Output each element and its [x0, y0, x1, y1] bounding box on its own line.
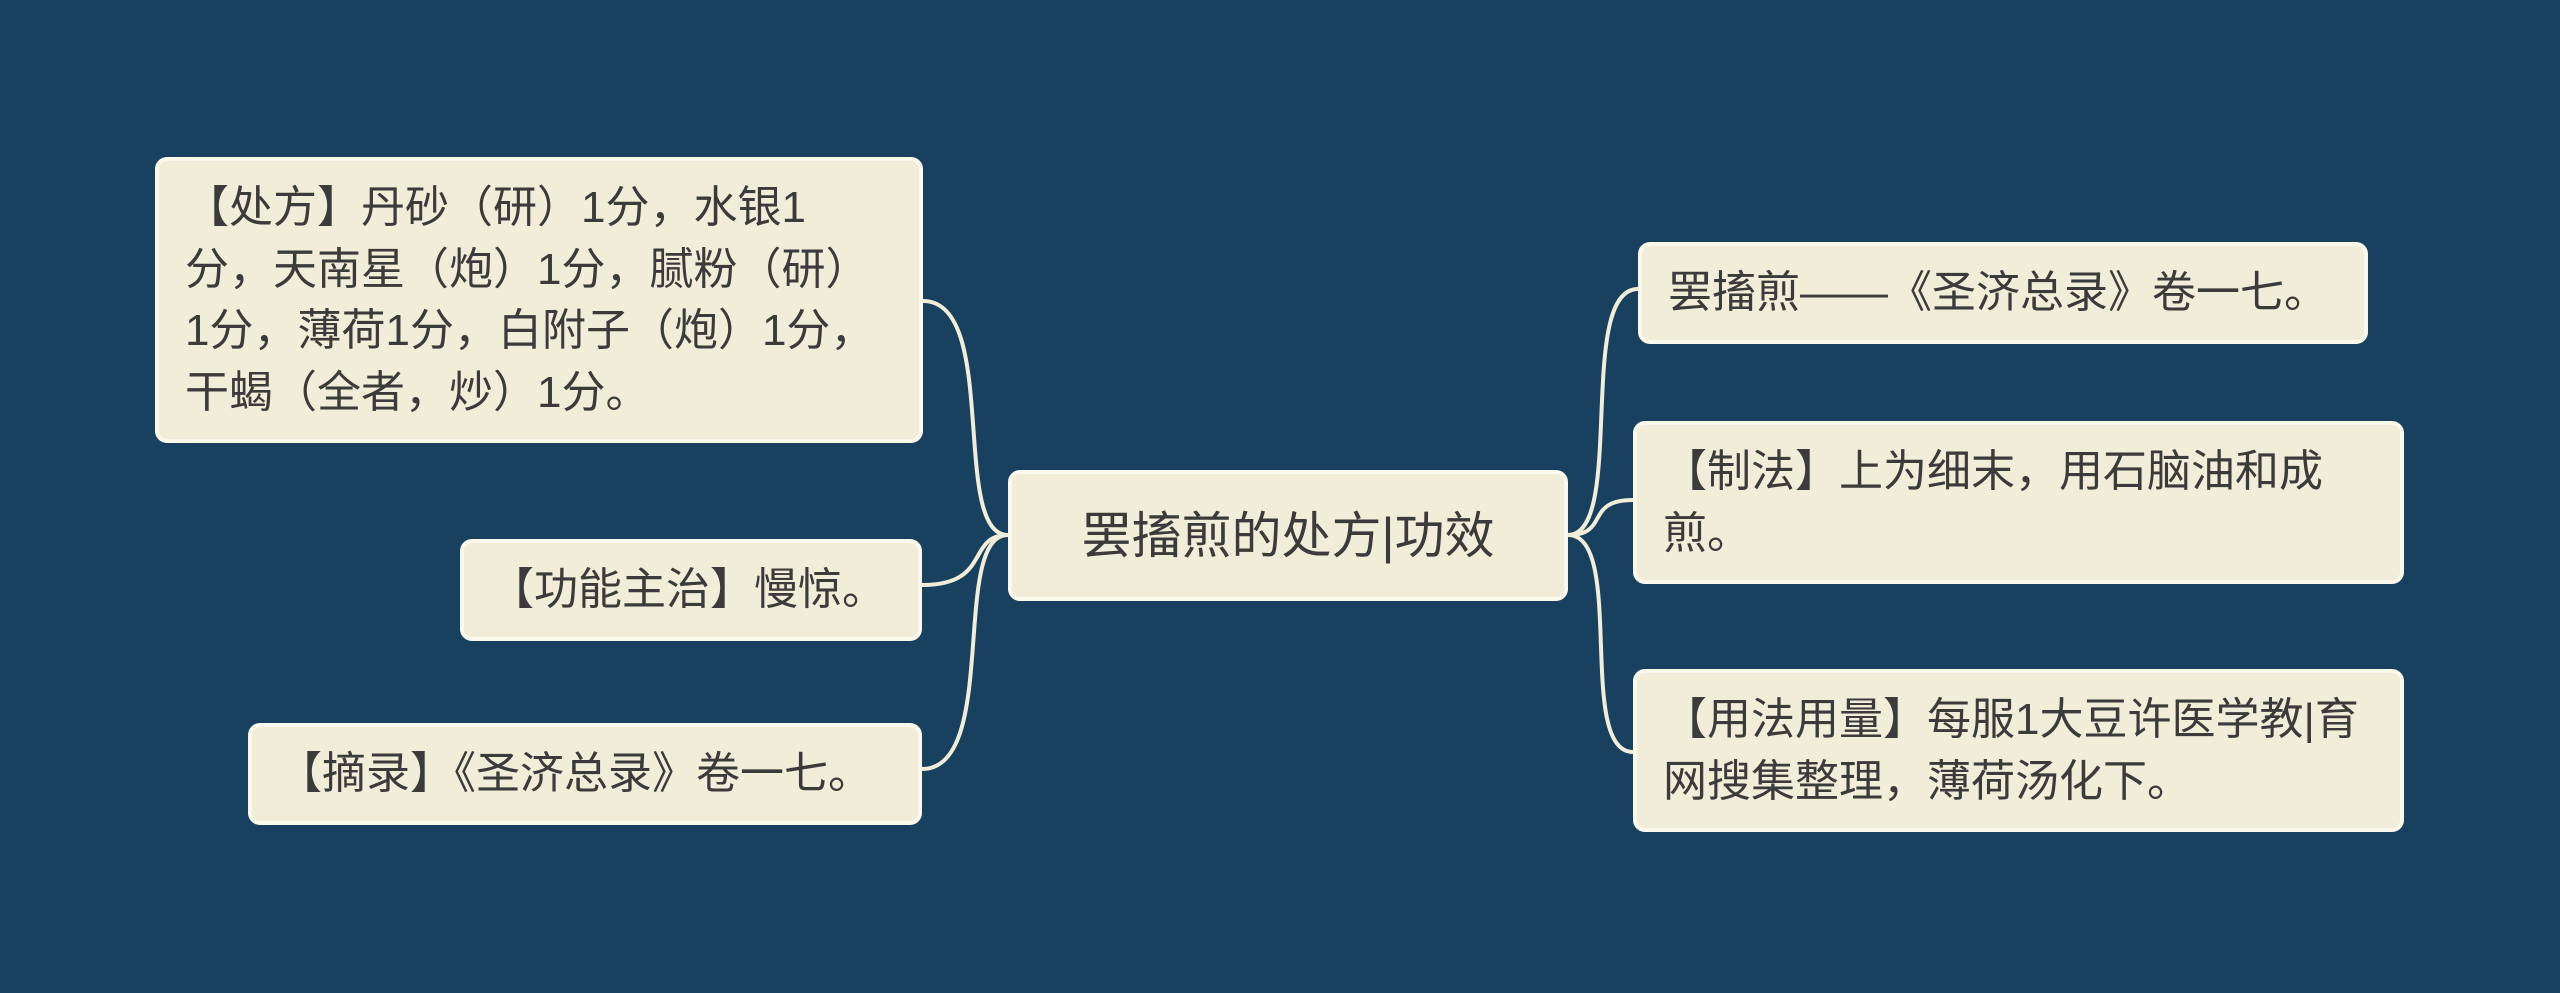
connector-root-to-function	[920, 533, 1010, 587]
connector-root-to-method	[1566, 498, 1635, 537]
connector-root-to-prescription	[921, 299, 1010, 537]
mindmap-node-method[interactable]: 【制法】上为细末，用石脑油和成煎。	[1633, 421, 2404, 585]
connector-root-to-dosage	[1566, 533, 1635, 754]
connector-root-to-excerpt	[920, 533, 1010, 771]
mindmap-node-prescription[interactable]: 【处方】丹砂（研）1分，水银1分，天南星（炮）1分，腻粉（研）1分，薄荷1分，白…	[155, 157, 923, 444]
mindmap-node-dosage[interactable]: 【用法用量】每服1大豆许医学教|育网搜集整理，薄荷汤化下。	[1633, 669, 2404, 833]
mindmap-node-excerpt[interactable]: 【摘录】《圣济总录》卷一七。	[248, 723, 922, 825]
mindmap-node-function[interactable]: 【功能主治】慢惊。	[460, 539, 922, 641]
mindmap-node-source[interactable]: 罢搐煎——《圣济总录》卷一七。	[1638, 242, 2368, 344]
connector-root-to-source	[1566, 287, 1640, 537]
mindmap-root-node[interactable]: 罢搐煎的处方|功效	[1008, 470, 1568, 601]
